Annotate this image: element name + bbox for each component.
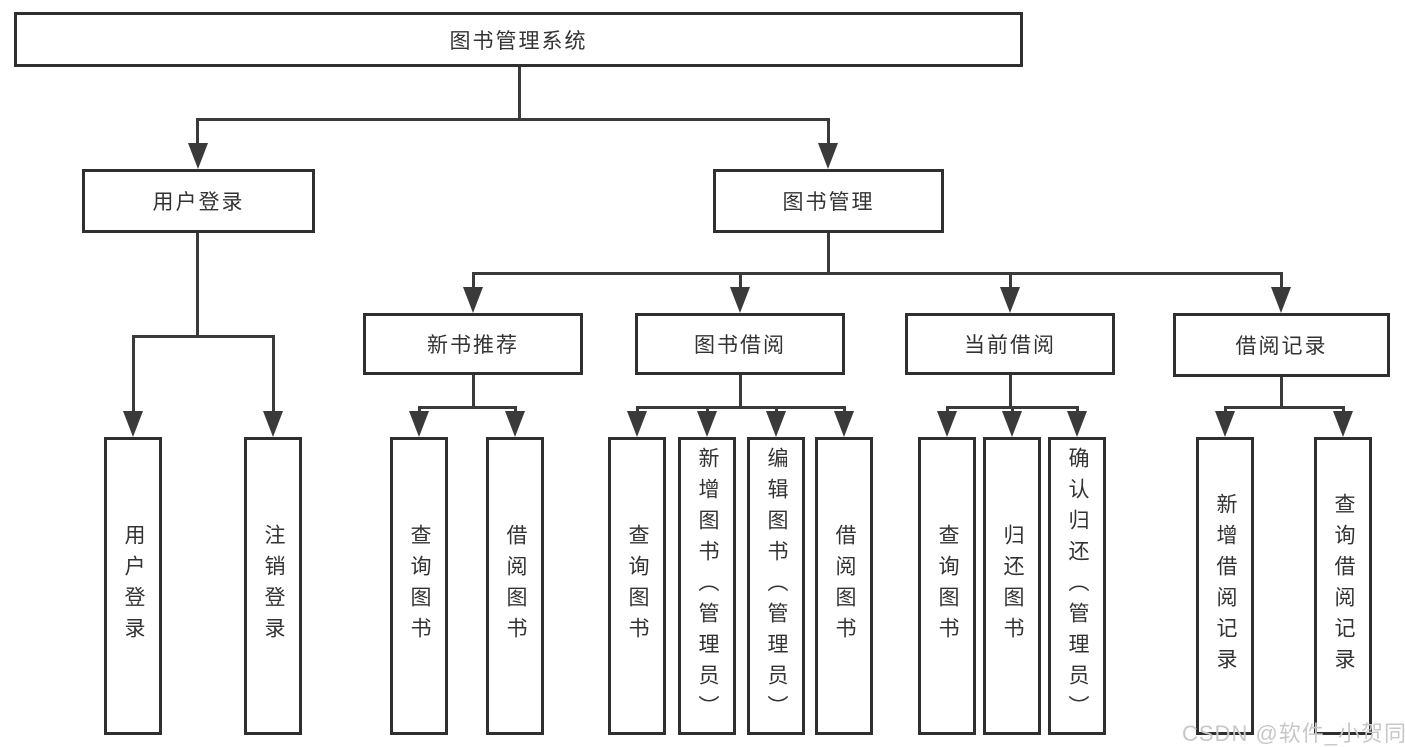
node-leaf-label: 查询借阅记录	[1332, 493, 1355, 679]
arrow-down-icon	[463, 287, 483, 313]
connector-line	[1076, 406, 1079, 414]
node-current-borrow: 当前借阅	[905, 313, 1115, 375]
arrow-down-icon	[730, 287, 750, 313]
connector-line	[272, 335, 275, 414]
arrow-down-icon	[505, 411, 525, 437]
node-root-label: 图书管理系统	[449, 29, 588, 53]
connector-line	[739, 272, 742, 290]
arrow-down-icon	[1000, 287, 1020, 313]
arrow-down-icon	[1067, 411, 1087, 437]
node-leaf-bb-add-books: 新增图书（管理员）	[678, 437, 736, 735]
connector-line	[1009, 375, 1012, 408]
arrow-down-icon	[834, 411, 854, 437]
connector-line	[946, 406, 949, 414]
arrow-down-icon	[627, 411, 647, 437]
node-user-login: 用户登录	[82, 169, 315, 233]
node-borrow-records: 借阅记录	[1173, 313, 1390, 377]
node-leaf-label: 编辑图书（管理员）	[765, 446, 788, 726]
arrow-down-icon	[123, 411, 143, 437]
node-book-borrow: 图书借阅	[635, 313, 845, 375]
node-leaf-label: 查询图书	[408, 524, 431, 648]
connector-line	[827, 118, 830, 146]
arrow-down-icon	[1002, 411, 1022, 437]
node-leaf-rec-query-books: 查询图书	[390, 437, 448, 735]
node-leaf-logout: 注销登录	[244, 437, 302, 735]
arrow-down-icon	[263, 411, 283, 437]
node-new-book-recommend: 新书推荐	[363, 313, 583, 375]
node-leaf-label: 借阅图书	[504, 524, 527, 648]
connector-line	[472, 272, 475, 290]
connector-line	[1009, 272, 1012, 290]
node-leaf-label: 新增借阅记录	[1214, 493, 1237, 679]
node-leaf-br-query-record: 查询借阅记录	[1314, 437, 1372, 735]
arrow-down-icon	[818, 143, 838, 169]
arrow-down-icon	[766, 411, 786, 437]
node-leaf-label: 查询图书	[626, 524, 649, 648]
arrow-down-icon	[937, 411, 957, 437]
node-leaf-cb-return-books: 归还图书	[983, 437, 1041, 735]
connector-line	[196, 118, 199, 146]
connector-line	[1342, 406, 1345, 414]
node-leaf-rec-borrow-books: 借阅图书	[486, 437, 544, 735]
connector-line	[739, 375, 742, 408]
connector-line	[636, 406, 639, 414]
node-current-borrow-label: 当前借阅	[964, 334, 1056, 357]
connector-line	[1011, 406, 1014, 414]
node-leaf-br-add-record: 新增借阅记录	[1196, 437, 1254, 735]
connector-line	[132, 335, 275, 338]
connector-line	[518, 67, 521, 120]
node-leaf-cb-query-books: 查询图书	[918, 437, 976, 735]
arrow-down-icon	[409, 411, 429, 437]
node-new-book-recommend-label: 新书推荐	[427, 334, 519, 357]
node-leaf-label: 用户登录	[122, 524, 145, 648]
node-leaf-label: 注销登录	[262, 524, 285, 648]
arrow-down-icon	[1215, 411, 1235, 437]
node-leaf-user-login: 用户登录	[104, 437, 162, 735]
connector-line	[132, 335, 135, 414]
connector-line	[1224, 406, 1344, 409]
connector-line	[706, 406, 709, 414]
node-leaf-bb-query-books: 查询图书	[608, 437, 666, 735]
connector-line	[472, 272, 1282, 275]
node-book-management: 图书管理	[713, 169, 944, 233]
arrow-down-icon	[697, 411, 717, 437]
connector-line	[418, 406, 516, 409]
arrow-down-icon	[1271, 287, 1291, 313]
connector-line	[775, 406, 778, 414]
connector-line	[196, 233, 199, 337]
connector-line	[636, 406, 845, 409]
node-leaf-label: 确认归还（管理员）	[1066, 446, 1089, 726]
node-leaf-label: 归还图书	[1001, 524, 1024, 648]
node-leaf-cb-confirm-return: 确认归还（管理员）	[1048, 437, 1106, 735]
node-leaf-label: 借阅图书	[833, 524, 856, 648]
arrow-down-icon	[188, 143, 208, 169]
connector-line	[196, 118, 830, 121]
connector-line	[1280, 377, 1283, 408]
node-user-login-label: 用户登录	[152, 191, 245, 214]
node-leaf-label: 新增图书（管理员）	[696, 446, 719, 726]
node-book-borrow-label: 图书借阅	[694, 334, 786, 357]
connector-line	[1224, 406, 1227, 414]
node-leaf-bb-edit-books: 编辑图书（管理员）	[747, 437, 805, 735]
node-borrow-records-label: 借阅记录	[1235, 335, 1328, 358]
connector-line	[827, 233, 830, 274]
connector-line	[514, 406, 517, 414]
connector-line	[1280, 272, 1283, 290]
connector-line	[418, 406, 421, 414]
node-root: 图书管理系统	[14, 12, 1023, 67]
connector-line	[843, 406, 846, 414]
node-leaf-bb-borrow-books: 借阅图书	[815, 437, 873, 735]
arrow-down-icon	[1333, 411, 1353, 437]
node-book-management-label: 图书管理	[782, 191, 875, 214]
watermark: CSDN @软件_小贺同学	[1182, 721, 1405, 746]
connector-line	[472, 375, 475, 408]
node-leaf-label: 查询图书	[936, 524, 959, 648]
